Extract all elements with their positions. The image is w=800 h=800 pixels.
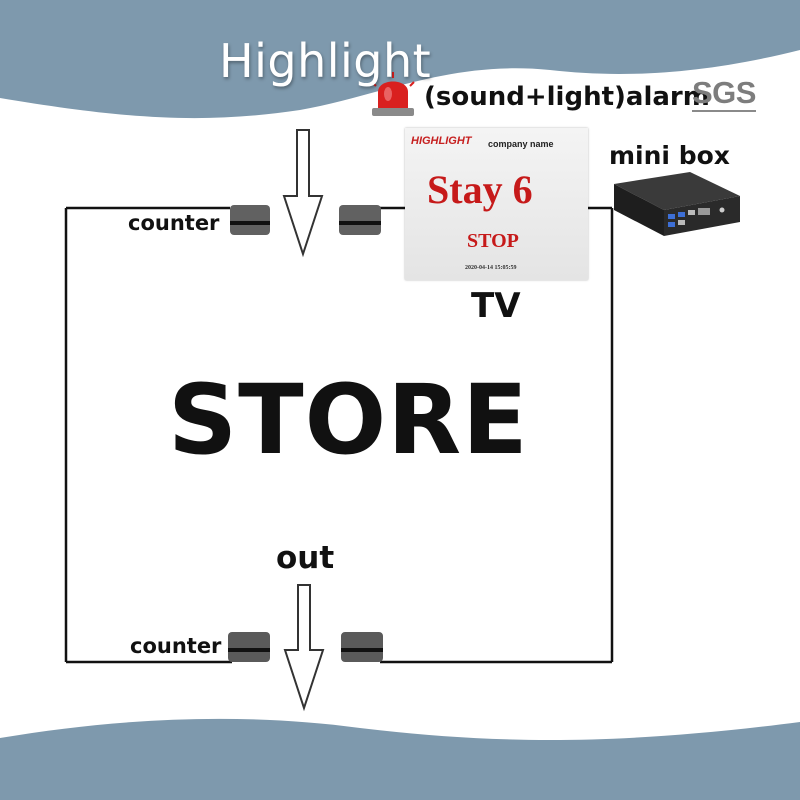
alarm-light-icon <box>371 72 415 116</box>
sgs-certification-mark: SGS <box>692 75 756 112</box>
tv-screen-company: company name <box>488 139 554 149</box>
counter-label-bottom: counter <box>130 634 222 658</box>
tv-screen-brand: HIGHLIGHT <box>411 135 472 147</box>
counter-sensor-bottom-left <box>228 632 270 662</box>
bottom-wave-banner <box>0 718 800 800</box>
tv-screen: HIGHLIGHT company name Stay 6 STOP 2020-… <box>405 128 588 280</box>
top-wave-banner <box>0 0 800 119</box>
exit-arrow <box>283 584 325 712</box>
tv-screen-timestamp: 2020-04-14 15:05:59 <box>465 265 517 271</box>
mini-box-label: mini box <box>609 141 730 170</box>
brand-logo-text: Highlight <box>219 34 432 88</box>
alarm-label: (sound+light)alarm <box>424 82 710 112</box>
counter-sensor-top-left <box>230 205 270 235</box>
tv-label: TV <box>471 286 521 326</box>
counter-sensor-bottom-right <box>341 632 383 662</box>
store-boundary <box>64 206 614 664</box>
mini-pc-icon <box>614 172 740 236</box>
tv-screen-action: STOP <box>467 230 519 252</box>
exit-label: out <box>276 540 335 576</box>
tv-screen-status: Stay 6 <box>427 167 533 212</box>
entrance-arrow <box>282 129 324 258</box>
counter-sensor-top-right <box>339 205 381 235</box>
counter-label-top: counter <box>128 211 220 235</box>
store-label: STORE <box>168 364 529 476</box>
